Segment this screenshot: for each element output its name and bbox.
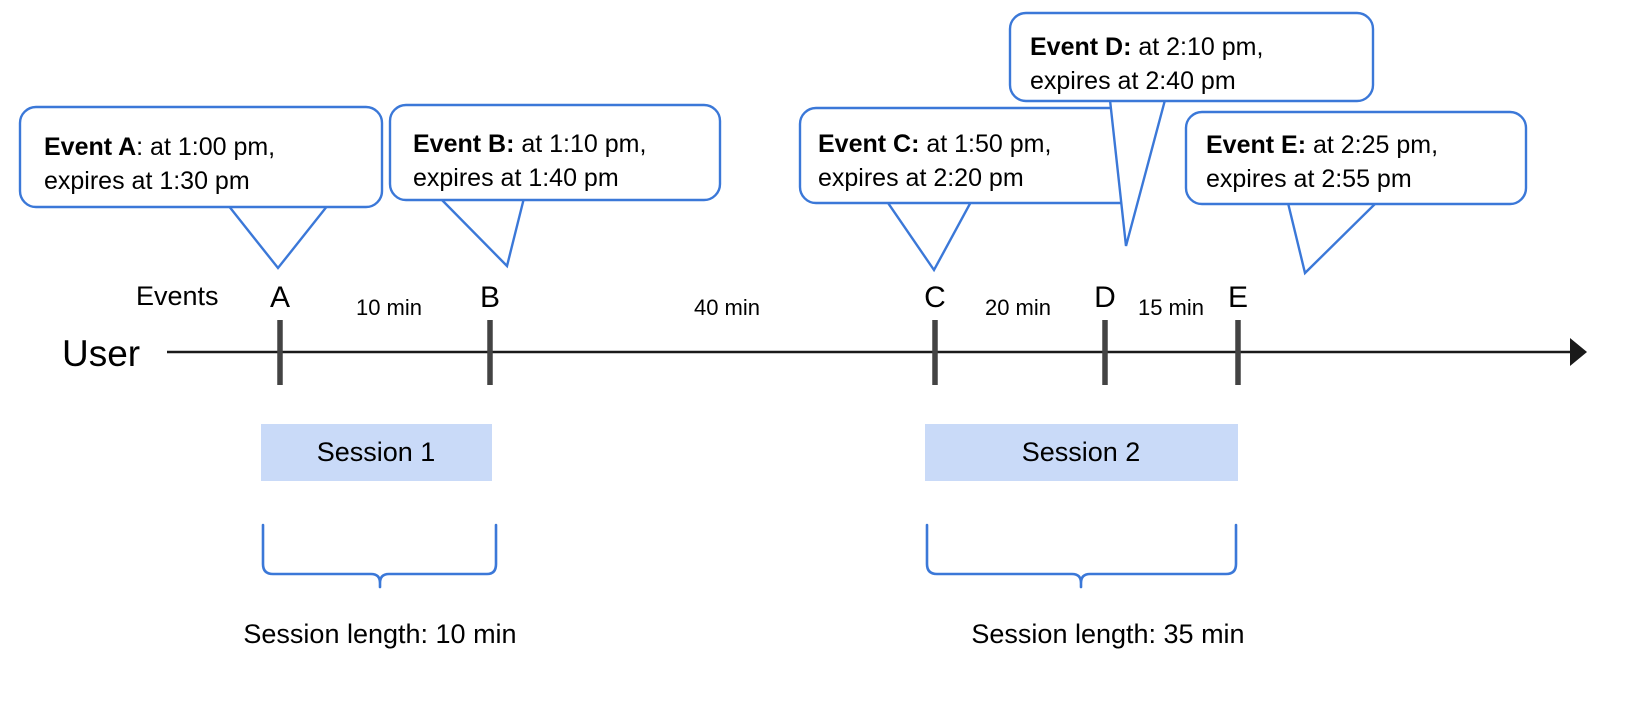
timeline-arrow-head — [1570, 338, 1587, 366]
gap-label-d-e: 15 min — [1138, 295, 1204, 320]
gap-label-a-b: 10 min — [356, 295, 422, 320]
callout-event-d: Event D: at 2:10 pm, expires at 2:40 pm — [1008, 11, 1375, 247]
tick-letter-b: B — [480, 281, 500, 314]
session-2-caption: Session length: 35 min — [971, 619, 1244, 649]
session-2-group: Session 2 Session length: 35 min — [925, 424, 1245, 649]
callout-event-a: Event A: at 1:00 pm, expires at 1:30 pm — [18, 105, 384, 270]
tick-letter-c: C — [924, 281, 946, 314]
session-1-box — [261, 424, 492, 481]
session-2-label: Session 2 — [1022, 437, 1141, 467]
callout-d-box — [1008, 11, 1375, 103]
session-1-brace — [261, 523, 498, 589]
callout-e-line1: Event E: at 2:25 pm, — [1206, 131, 1438, 159]
callout-event-c: Event C: at 1:50 pm, expires at 2:20 pm — [798, 106, 1139, 273]
callout-b-box — [388, 103, 722, 202]
callout-e-tail — [1286, 201, 1379, 276]
callout-event-b: Event B: at 1:10 pm, expires at 1:40 pm — [388, 103, 722, 269]
session-2-brace — [925, 523, 1238, 589]
axis-row-label-user: User — [62, 333, 140, 374]
callout-d-line1: Event D: at 2:10 pm, — [1030, 33, 1263, 61]
callout-a-line1: Event A: at 1:00 pm, — [44, 133, 275, 161]
callout-d-line2: expires at 2:40 pm — [1030, 67, 1236, 95]
gap-label-b-c: 40 min — [694, 295, 760, 320]
callout-b-tail — [437, 196, 526, 269]
callout-c-line1: Event C: at 1:50 pm, — [818, 130, 1051, 158]
callout-a-line2: expires at 1:30 pm — [44, 167, 250, 195]
tick-letter-e: E — [1228, 281, 1248, 314]
callout-c-tail — [883, 198, 975, 273]
gap-label-c-d: 20 min — [985, 295, 1051, 320]
callout-a-box — [18, 105, 384, 209]
callout-a-tail — [225, 203, 331, 270]
tick-letter-a: A — [270, 281, 290, 314]
callout-b-line2: expires at 1:40 pm — [413, 164, 619, 192]
callout-e-line2: expires at 2:55 pm — [1206, 165, 1412, 193]
session-1-caption: Session length: 10 min — [243, 619, 516, 649]
tick-letter-d: D — [1094, 281, 1116, 314]
callout-b-line1: Event B: at 1:10 pm, — [413, 130, 646, 158]
callout-c-line2: expires at 2:20 pm — [818, 164, 1024, 192]
axis-events-label: Events — [136, 281, 219, 311]
session-1-group: Session 1 Session length: 10 min — [243, 424, 517, 649]
callout-d-tail — [1108, 98, 1167, 247]
callout-e-box — [1184, 110, 1528, 206]
session-1-label: Session 1 — [317, 437, 436, 467]
callout-event-e: Event E: at 2:25 pm, expires at 2:55 pm — [1184, 110, 1528, 276]
session-2-box — [925, 424, 1238, 481]
